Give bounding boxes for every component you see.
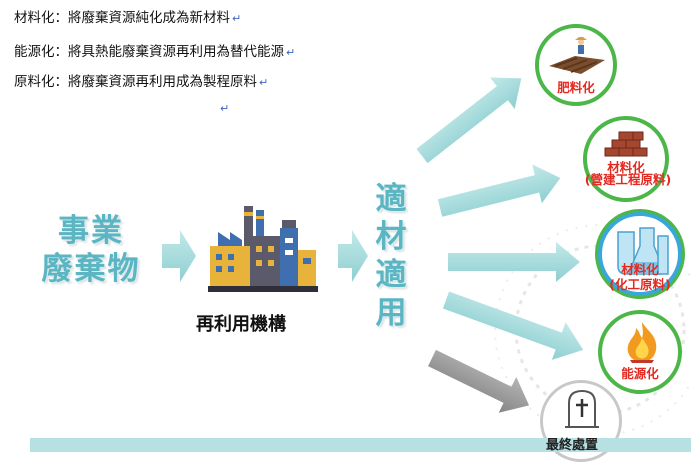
fertilizer-circle: 肥料化 <box>535 24 617 106</box>
arrow-to-energy <box>442 291 584 360</box>
bottom-bar <box>30 438 691 452</box>
arrow-to-final-disposal <box>428 349 530 413</box>
arrow-to-chemical-material <box>448 242 580 282</box>
definition-material: 材料化：將廢棄資源純化成為新材料↵ <box>14 10 242 26</box>
farmer-field-icon <box>549 37 605 74</box>
definition-energy: 能源化：將具熱能廢棄資源再利用為替代能源↵ <box>14 44 296 60</box>
chemistry-flasks-icon <box>617 227 669 275</box>
construction-material-circle: 材料化 <box>583 116 669 202</box>
construction-material-label-line1: 材料化 <box>607 160 645 175</box>
arrow-to-construction-material <box>437 164 561 217</box>
arrow-to-facility <box>162 230 196 282</box>
source-label: 事業 廢棄物 <box>26 212 156 288</box>
energy-label: 能源化 <box>621 366 659 381</box>
chemical-material-circle: 材料化 (化工原料) <box>598 212 682 296</box>
energy-circle: 能源化 <box>598 310 682 394</box>
factory-icon <box>208 206 318 292</box>
chemical-material-label-line1: 材料化 <box>621 262 659 277</box>
facility-label: 再利用機構 <box>196 314 286 335</box>
chemical-material-label-line2: (化工原料) <box>609 277 671 292</box>
source-label-line2: 廢棄物 <box>41 251 141 287</box>
final-disposal-label: 最終處置 <box>546 438 599 453</box>
construction-material-label-line2: (營建工程原料) <box>584 172 672 187</box>
tombstone-icon <box>565 389 599 428</box>
arrow-to-allocation <box>338 230 368 282</box>
definition-raw-material: 原料化：將廢棄資源再利用成為製程原料↵ <box>14 74 269 90</box>
bricks-icon <box>604 131 648 157</box>
fertilizer-label: 肥料化 <box>557 80 595 95</box>
source-label-line1: 事業 <box>58 213 124 249</box>
allocation-label: 適 材 適 用 <box>375 181 407 331</box>
fire-icon <box>627 322 657 363</box>
arrow-to-fertilizer <box>416 77 522 164</box>
empty-paragraph-mark: ↵ <box>220 102 230 115</box>
